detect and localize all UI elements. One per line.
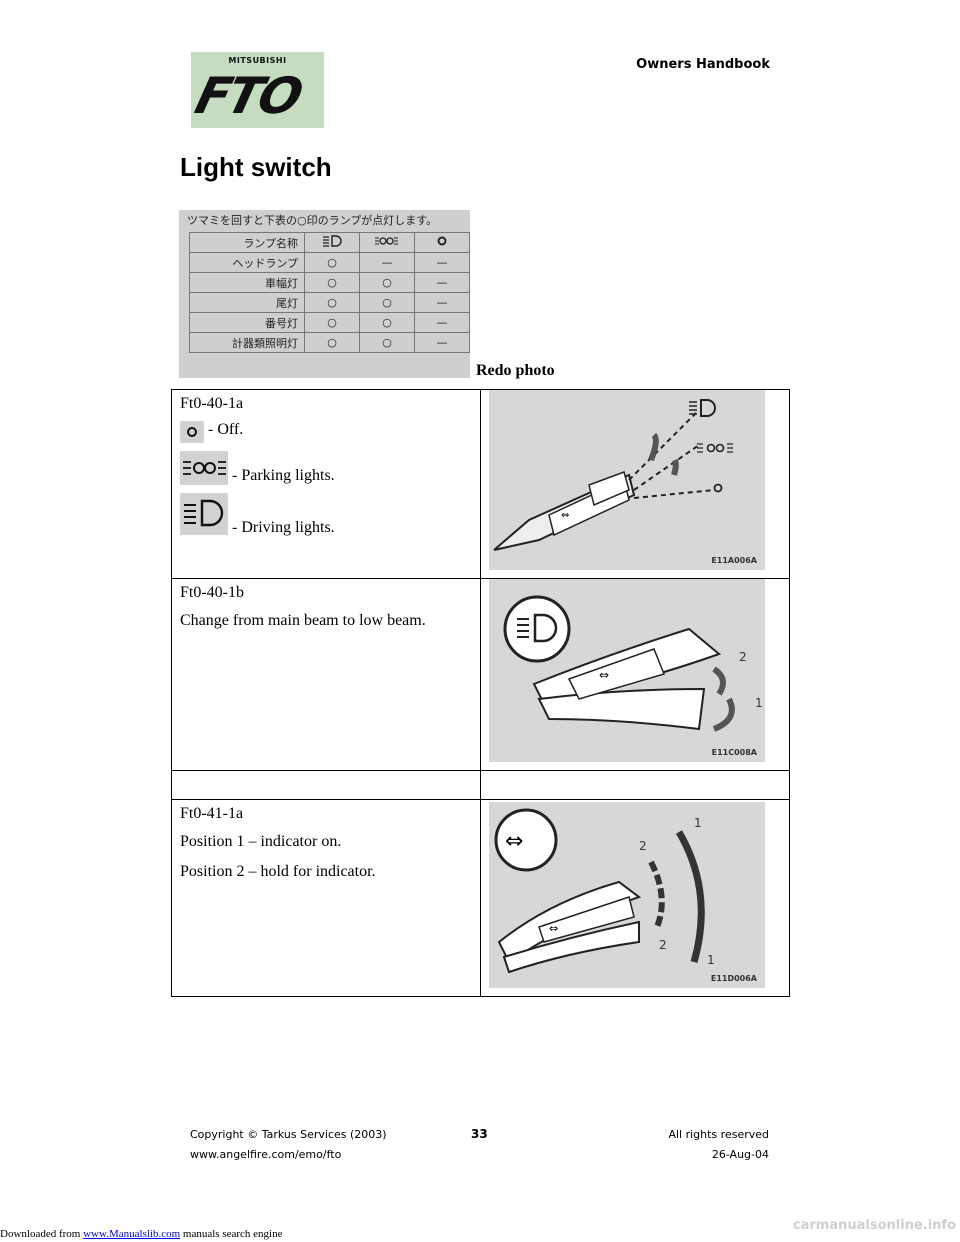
row-line: Position 2 – hold for indicator. [180, 863, 376, 880]
lamp-mark: — [414, 252, 470, 273]
off-icon [180, 421, 204, 443]
lamp-table-row: ヘッドランプ ○ — — [189, 252, 470, 273]
lamp-name: ヘッドランプ [189, 252, 305, 273]
svg-text:⇔: ⇔ [505, 829, 523, 854]
lamp-mark: — [359, 252, 415, 273]
lamp-mark: — [414, 272, 470, 293]
empty-cell [171, 770, 481, 800]
footer-url: www.angelfire.com/emo/fto [190, 1148, 342, 1161]
download-prefix: Downloaded from [0, 1228, 84, 1240]
logo-brand-text: MITSUBISHI [228, 56, 287, 65]
row-line: Position 1 – indicator on. [180, 833, 342, 850]
off-text: - Off. [208, 421, 244, 438]
driving-text: - Driving lights. [232, 519, 335, 536]
off-row: - Off. [180, 421, 480, 443]
beam-change-illustration: ⇔ 2 1 [503, 595, 763, 732]
position-label: 2 [639, 839, 647, 853]
parking-row: - Parking lights. [180, 451, 480, 485]
row-text-cell: Ft0-40-1a - Off. - Parking lights. - Dri… [171, 389, 481, 579]
position-label: 1 [755, 696, 763, 710]
indicator-illustration: ⇔ ⇔ 1 2 2 1 [494, 808, 715, 974]
parking-text: - Parking lights. [232, 467, 335, 484]
instructions-table: Ft0-40-1a - Off. - Parking lights. - Dri… [171, 389, 790, 997]
lamp-mark: ○ [359, 312, 415, 333]
lamp-name: 番号灯 [189, 312, 305, 333]
row-image-cell: ⇔ E11A006A [480, 389, 790, 579]
row-ref: Ft0-41-1a [180, 805, 244, 822]
row-text-cell: Ft0-41-1a Position 1 – indicator on. Pos… [171, 799, 481, 997]
lamp-name: 車幅灯 [189, 272, 305, 293]
logo-model-text: FTO [189, 67, 307, 125]
lamp-mark: ○ [304, 252, 360, 273]
svg-text:⇔: ⇔ [561, 510, 569, 521]
position-label: 2 [659, 938, 667, 952]
download-suffix: manuals search engine [180, 1228, 283, 1240]
image-code: E11C008A [711, 748, 757, 757]
lamp-table-photo: ツマミを回すと下表の○印のランプが点灯します。 ランプ名称 ヘッドランプ ○ —… [179, 210, 470, 378]
lamp-mark: ○ [359, 292, 415, 313]
row-text-cell: Ft0-40-1b Change from main beam to low b… [171, 578, 481, 771]
watermark: carmanualsonline.info [792, 1218, 956, 1233]
lamp-name: 計器類照明灯 [189, 332, 305, 353]
lamp-table-header: ランプ名称 [189, 232, 470, 253]
position-label: 1 [694, 816, 702, 830]
footer-date: 26-Aug-04 [711, 1148, 769, 1161]
parking-lights-icon [180, 451, 228, 485]
lamp-mark: ○ [304, 312, 360, 333]
table-row: Ft0-40-1b Change from main beam to low b… [171, 578, 790, 771]
position-label: 1 [707, 953, 715, 967]
lamp-table-row: 番号灯 ○ ○ — [189, 312, 470, 333]
lamp-table-row: 尾灯 ○ ○ — [189, 292, 470, 313]
footer-copyright: Copyright © Tarkus Services (2003) [190, 1128, 387, 1141]
driving-row: - Driving lights. [180, 493, 480, 536]
beam-change-diagram: ⇔ 2 1 E11C008A [489, 579, 765, 762]
table-row [171, 770, 790, 800]
lamp-mark: — [414, 312, 470, 333]
manualslib-link[interactable]: www.Manualslib.com [83, 1228, 181, 1240]
lamp-mark: — [414, 332, 470, 353]
row-image-cell: ⇔ 2 1 E11C008A [480, 578, 790, 771]
lamp-table-caption: ツマミを回すと下表の○印のランプが点灯します。 [187, 214, 438, 227]
page-number: 33 [471, 1127, 488, 1141]
table-row: Ft0-41-1a Position 1 – indicator on. Pos… [171, 799, 790, 997]
driving-lights-icon [180, 493, 228, 535]
lamp-mark: ○ [304, 272, 360, 293]
lamp-name-header: ランプ名称 [189, 232, 305, 253]
image-code: E11A006A [711, 556, 757, 565]
lamp-mark: ○ [359, 332, 415, 353]
lamp-table: ランプ名称 ヘッドランプ ○ — — 車幅灯 ○ ○ — 尾灯 ○ ○ [189, 232, 470, 353]
row-ref: Ft0-40-1b [180, 584, 244, 601]
handbook-label: Owners Handbook [636, 57, 770, 72]
position-label: 2 [739, 650, 747, 664]
download-notice: Downloaded from www.Manualslib.com manua… [0, 1228, 282, 1240]
lamp-mark: — [414, 292, 470, 313]
headlight-symbol-icon [304, 232, 360, 253]
svg-text:⇔: ⇔ [599, 668, 609, 682]
lamp-table-row: 車幅灯 ○ ○ — [189, 272, 470, 293]
off-symbol-icon [414, 232, 470, 253]
table-row: Ft0-40-1a - Off. - Parking lights. - Dri… [171, 389, 790, 579]
lamp-name: 尾灯 [189, 292, 305, 313]
page-title: Light switch [180, 152, 332, 182]
row-line: Change from main beam to low beam. [180, 612, 426, 629]
lamp-table-row: 計器類照明灯 ○ ○ — [189, 332, 470, 353]
fto-logo: MITSUBISHI FTO [189, 52, 324, 128]
redo-photo-note: Redo photo [476, 362, 555, 379]
parking-symbol-icon [359, 232, 415, 253]
indicator-diagram: ⇔ ⇔ 1 2 2 1 E11D006A [489, 802, 765, 988]
row-image-cell: ⇔ ⇔ 1 2 2 1 E11D006A [480, 799, 790, 997]
row-ref: Ft0-40-1a [180, 395, 244, 412]
lamp-mark: ○ [359, 272, 415, 293]
footer-rights: All rights reserved [668, 1128, 769, 1141]
lamp-mark: ○ [304, 292, 360, 313]
empty-cell [480, 770, 790, 800]
image-code: E11D006A [710, 974, 757, 983]
lamp-mark: ○ [304, 332, 360, 353]
light-switch-diagram: ⇔ E11A006A [489, 390, 765, 570]
light-switch-illustration: ⇔ [493, 399, 733, 551]
svg-text:⇔: ⇔ [549, 922, 558, 935]
